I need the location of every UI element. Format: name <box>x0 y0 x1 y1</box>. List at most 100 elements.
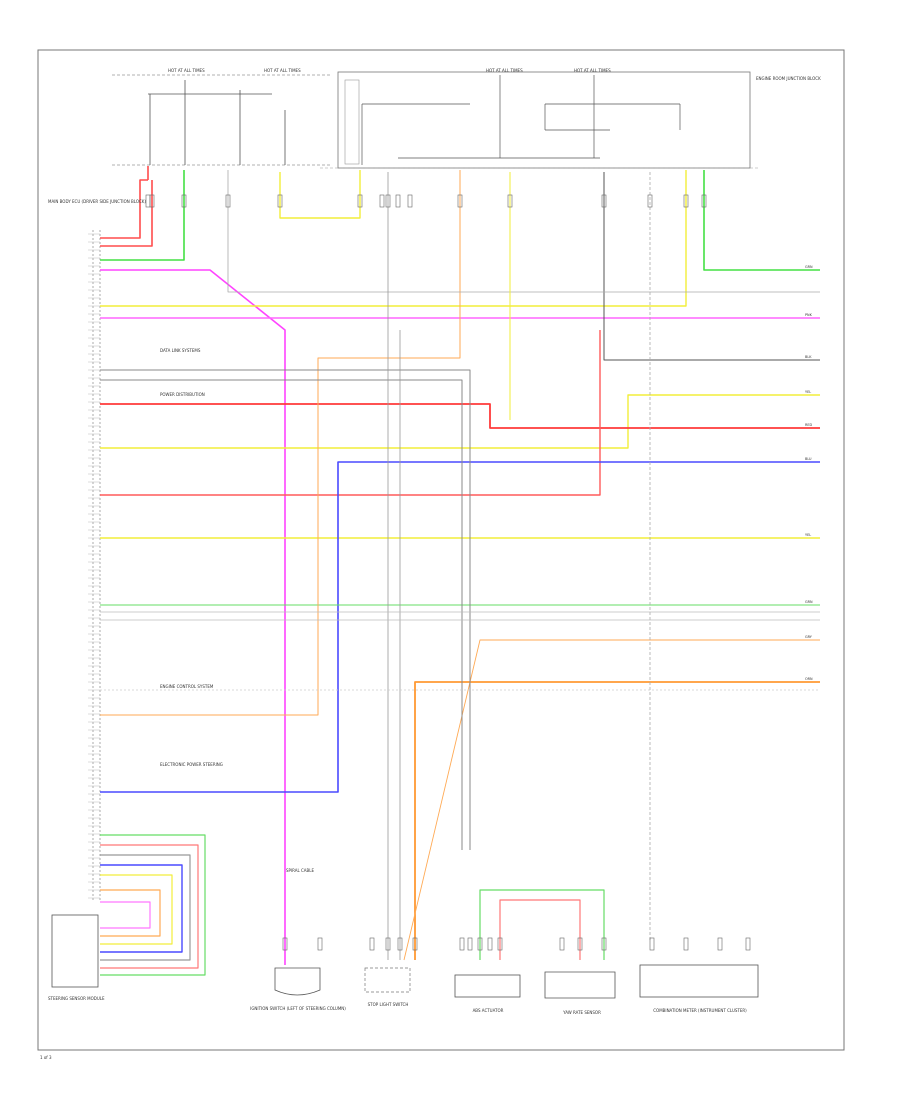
caption-combination-meter: COMBINATION METER (INSTRUMENT CLUSTER) <box>653 1008 747 1013</box>
fuse-label: HOT AT ALL TIMES <box>486 68 523 73</box>
connector-stub <box>477 937 483 951</box>
connector-stubs <box>145 194 751 951</box>
connector-stub <box>357 194 363 208</box>
wire-red <box>100 844 199 969</box>
combination-meter-box <box>639 964 759 998</box>
wire-color-tag: PNK <box>805 313 813 317</box>
connector-stub <box>225 194 231 208</box>
wire-red <box>100 330 601 496</box>
connector-stub <box>701 194 707 208</box>
fuse-block-area <box>112 71 760 169</box>
main-ecu-connector <box>92 230 101 900</box>
wire-gray <box>100 854 191 961</box>
wire-color-tag: ORN <box>805 677 813 681</box>
wire-pink <box>100 269 286 825</box>
wire-blue <box>100 461 820 793</box>
wire-orange <box>403 639 820 961</box>
connector-stub <box>317 937 323 951</box>
connector-stub <box>601 937 607 951</box>
wire-color-tag: RED <box>805 423 812 427</box>
wire-gray <box>100 379 463 850</box>
connector-pins <box>88 233 100 899</box>
connector-stub <box>559 937 565 951</box>
connector-stub <box>282 937 288 951</box>
wire-color-tags: GRN PNK BLK YEL RED BLU YEL GRN GRY ORN <box>805 265 813 681</box>
wire-color-tag: GRN <box>805 600 813 604</box>
stop-light-switch-box <box>364 967 411 993</box>
wire-yellow <box>279 170 361 219</box>
wire-color-tag: GRY <box>805 635 813 639</box>
diagram-frame <box>37 49 845 1051</box>
caption-spiral-cable: SPIRAL CABLE <box>286 868 314 873</box>
wire-red <box>100 179 148 239</box>
note-power-distribution: POWER DISTRIBUTION <box>160 392 205 397</box>
component-captions: MAIN BODY ECU (DRIVER SIDE JUNCTION BLOC… <box>48 76 821 1015</box>
caption-junction-block: ENGINE ROOM JUNCTION BLOCK <box>756 76 821 81</box>
sensor-module-box <box>51 914 99 988</box>
connector-stub <box>507 194 513 208</box>
connector-stub <box>149 194 155 208</box>
wire-yellow <box>100 394 820 449</box>
connector-stub <box>457 194 463 208</box>
caption-main-ecu: MAIN BODY ECU (DRIVER SIDE JUNCTION BLOC… <box>48 199 146 204</box>
bottom-components <box>51 914 759 999</box>
wire-gray <box>227 170 820 293</box>
wire-green <box>100 834 206 976</box>
connector-stub <box>412 937 418 951</box>
connector-stub <box>459 937 465 951</box>
wire-red <box>100 180 153 247</box>
wire-black <box>603 172 820 361</box>
connector-stub <box>577 937 583 951</box>
fuse-labels: HOT AT ALL TIMES HOT AT ALL TIMES HOT AT… <box>168 68 611 73</box>
wire-red <box>499 899 581 960</box>
page-number: 1 of 3 <box>40 1055 52 1060</box>
connector-stub <box>683 937 689 951</box>
wire-color-tag: BLK <box>805 355 812 359</box>
connector-stub <box>647 194 653 208</box>
caption-yaw-rate-sensor: YAW RATE SENSOR <box>562 1010 601 1015</box>
connector-stub <box>601 194 607 208</box>
connector-stub <box>369 937 375 951</box>
ignition-switch-box <box>274 967 321 996</box>
connector-stub <box>395 194 401 208</box>
connector-stub <box>145 194 151 208</box>
caption-stop-light-switch: STOP LIGHT SWITCH <box>368 1002 409 1007</box>
wire-green <box>479 889 605 960</box>
note-power-steering: ELECTRONIC POWER STEERING <box>160 762 223 767</box>
connector-stub <box>717 937 723 951</box>
connector-stub <box>649 937 655 951</box>
wire-yellow <box>100 170 687 307</box>
caption-ignition-switch: IGNITION SWITCH (LEFT OF STEERING COLUMN… <box>250 1006 346 1011</box>
fuse-label: HOT AT ALL TIMES <box>264 68 301 73</box>
caption-abs-actuator: ABS ACTUATOR <box>473 1008 504 1013</box>
wire-pink <box>100 901 151 929</box>
connector-stub <box>497 937 503 951</box>
note-engine-control: ENGINE CONTROL SYSTEM <box>160 684 214 689</box>
wire-color-tag: YEL <box>805 390 811 394</box>
connector-stub <box>487 937 493 951</box>
wire-red <box>100 403 820 429</box>
abs-actuator-box <box>454 974 521 998</box>
connector-stub <box>379 194 385 208</box>
fuse-label: HOT AT ALL TIMES <box>168 68 205 73</box>
wire-blue <box>100 864 183 953</box>
connector-stub <box>181 194 187 208</box>
wire-yellow <box>100 874 173 945</box>
wire-orange <box>414 681 820 960</box>
fuse-label: HOT AT ALL TIMES <box>574 68 611 73</box>
wires <box>100 166 820 976</box>
note-data-link: DATA LINK SYSTEMS <box>160 348 201 353</box>
wire-color-tag: BLU <box>805 457 812 461</box>
caption-sensor-module: STEERING SENSOR MODULE <box>48 996 105 1001</box>
wire-green <box>100 170 185 261</box>
connector-stub <box>385 194 391 208</box>
connector-stub <box>385 937 391 951</box>
wire-orange <box>100 889 161 937</box>
connector-stub <box>683 194 689 208</box>
connector-stub <box>467 937 473 951</box>
wire-green <box>703 170 820 271</box>
system-notes: DATA LINK SYSTEMS POWER DISTRIBUTION ENG… <box>160 348 223 767</box>
wire-color-tag: YEL <box>805 533 811 537</box>
wire-color-tag: GRN <box>805 265 813 269</box>
